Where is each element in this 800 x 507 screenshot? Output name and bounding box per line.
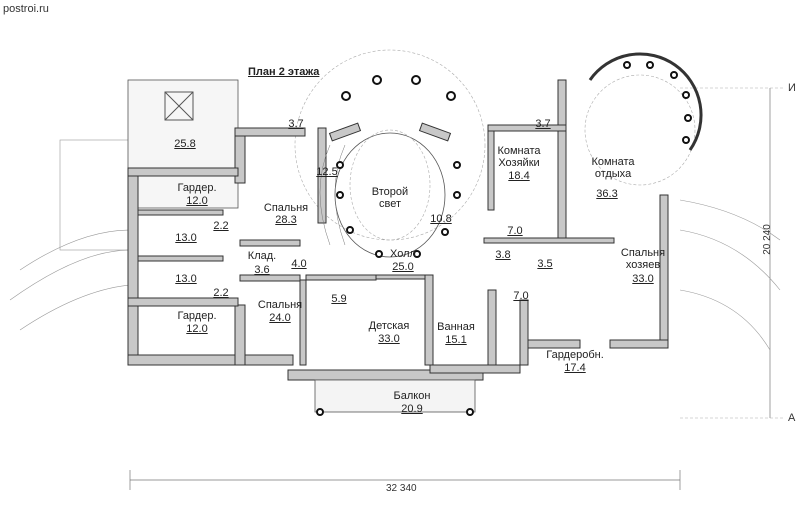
bath-top-area: 13.0 [175, 232, 197, 244]
axis-label-top: И [788, 82, 796, 94]
stairs-small-area: 3.8 [495, 249, 511, 261]
second-light-name: Второй свет [371, 186, 409, 210]
bath-kids-area: 5.9 [331, 293, 347, 305]
hostess-room-area: 18.4 [508, 170, 530, 182]
storage-name: Клад. [247, 250, 277, 262]
stairs-area: 12.5 [316, 166, 338, 178]
corridor-bottom-area: 2.2 [213, 287, 229, 299]
staircase [319, 144, 346, 246]
wardrobe-bottom-area: 12.0 [186, 323, 208, 335]
lounge-area: 36.3 [596, 188, 618, 200]
plan-title: План 2 этажа [248, 66, 320, 78]
wardrobe-top-area: 12.0 [186, 195, 208, 207]
balcony [314, 379, 476, 413]
storage-area: 3.6 [254, 264, 270, 276]
master-bedroom-name: Спальня хозяев [620, 247, 666, 271]
hostess-room-name: Комната Хозяйки [497, 145, 541, 169]
depth-dimension: 20 240 [761, 224, 773, 255]
hall-area: 25.0 [392, 261, 414, 273]
skylight-icon [164, 91, 194, 121]
bedroom-bottom-area: 24.0 [269, 312, 291, 324]
hall-name: Холл [390, 248, 416, 260]
wardrobe-bottom-name: Гардер. [177, 310, 217, 322]
gallery-area: 10.8 [430, 213, 452, 225]
wardrobe-top-name: Гардер. [177, 182, 217, 194]
axis-label-bottom: А [788, 412, 796, 424]
wc-area: 3.5 [537, 258, 553, 270]
corridor-right-bottom-area: 7.0 [513, 290, 529, 302]
hall-small-area: 4.0 [291, 258, 307, 270]
watermark: postroi.ru [3, 3, 49, 15]
dressing-room-name: Гардеробн. [546, 349, 604, 361]
dressing-room-area: 17.4 [564, 362, 586, 374]
terrace-area: 25.8 [174, 138, 196, 150]
bathroom-name: Ванная [437, 321, 475, 333]
bedroom-bottom-name: Спальня [257, 299, 303, 311]
bedroom-top-area: 28.3 [275, 214, 297, 226]
balcony-area: 20.9 [401, 403, 423, 415]
bedroom-top-name: Спальня [263, 202, 309, 214]
bath-bottom-area: 13.0 [175, 273, 197, 285]
kids-room-name: Детская [368, 320, 410, 332]
balcony-left-area: 3.7 [288, 118, 304, 130]
lounge-name: Комната отдыха [591, 156, 635, 180]
width-dimension: 32 340 [386, 483, 417, 494]
balcony-right-area: 3.7 [535, 118, 551, 130]
columns [316, 61, 692, 416]
master-bedroom-area: 33.0 [632, 273, 654, 285]
balcony-name: Балкон [393, 390, 431, 402]
bathroom-area: 15.1 [445, 334, 467, 346]
corridor-top-area: 2.2 [213, 220, 229, 232]
corridor-right-top-area: 7.0 [507, 225, 523, 237]
walls [127, 79, 669, 381]
kids-room-area: 33.0 [378, 333, 400, 345]
